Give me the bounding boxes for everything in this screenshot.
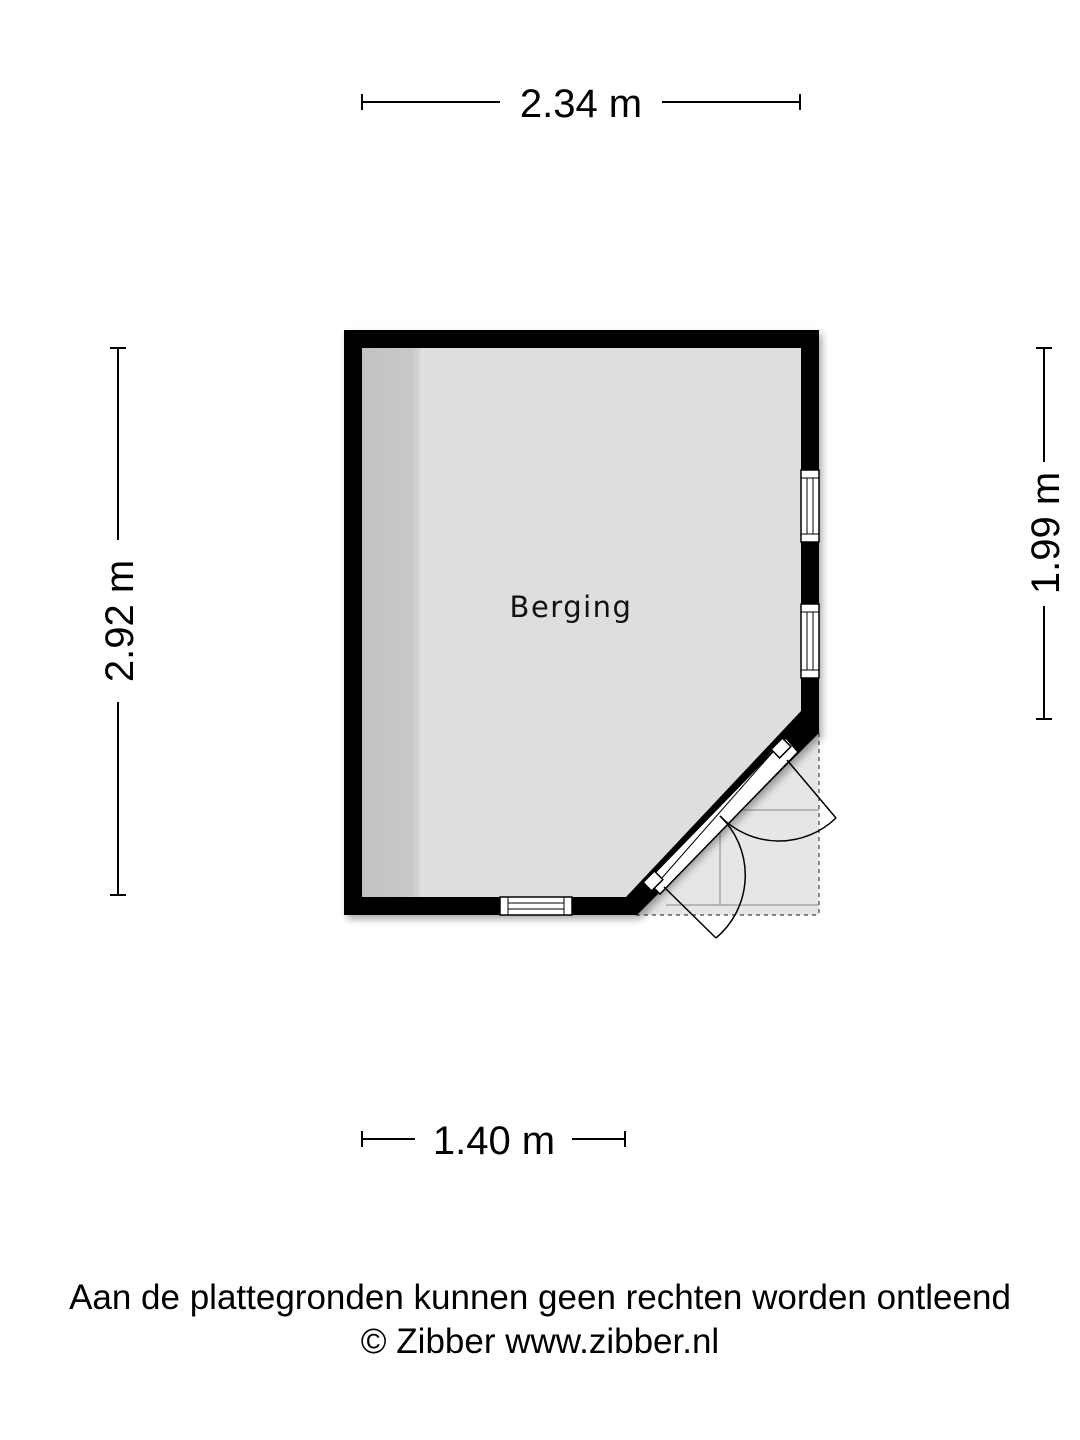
dimension-left: 2.92 m — [98, 347, 142, 896]
window-right-upper — [800, 469, 820, 543]
room-floor — [362, 348, 801, 897]
shelf — [362, 348, 420, 897]
double-door — [642, 736, 837, 939]
dimension-bottom: 1.40 m — [361, 1119, 626, 1163]
footer-disclaimer: Aan de plattegronden kunnen geen rechten… — [69, 1278, 1011, 1317]
dimension-top-label: 2.34 m — [520, 82, 642, 126]
window-right-lower — [800, 603, 820, 679]
dimension-left-label: 2.92 m — [98, 560, 142, 682]
dimension-bottom-label: 1.40 m — [433, 1119, 555, 1163]
dimension-top: 2.34 m — [361, 82, 801, 126]
dimension-right-label: 1.99 m — [1024, 472, 1068, 594]
dimension-right: 1.99 m — [1024, 347, 1068, 720]
footer-copyright: © Zibber www.zibber.nl — [360, 1322, 720, 1361]
window-bottom — [499, 896, 573, 916]
room-label: Berging — [510, 590, 633, 624]
